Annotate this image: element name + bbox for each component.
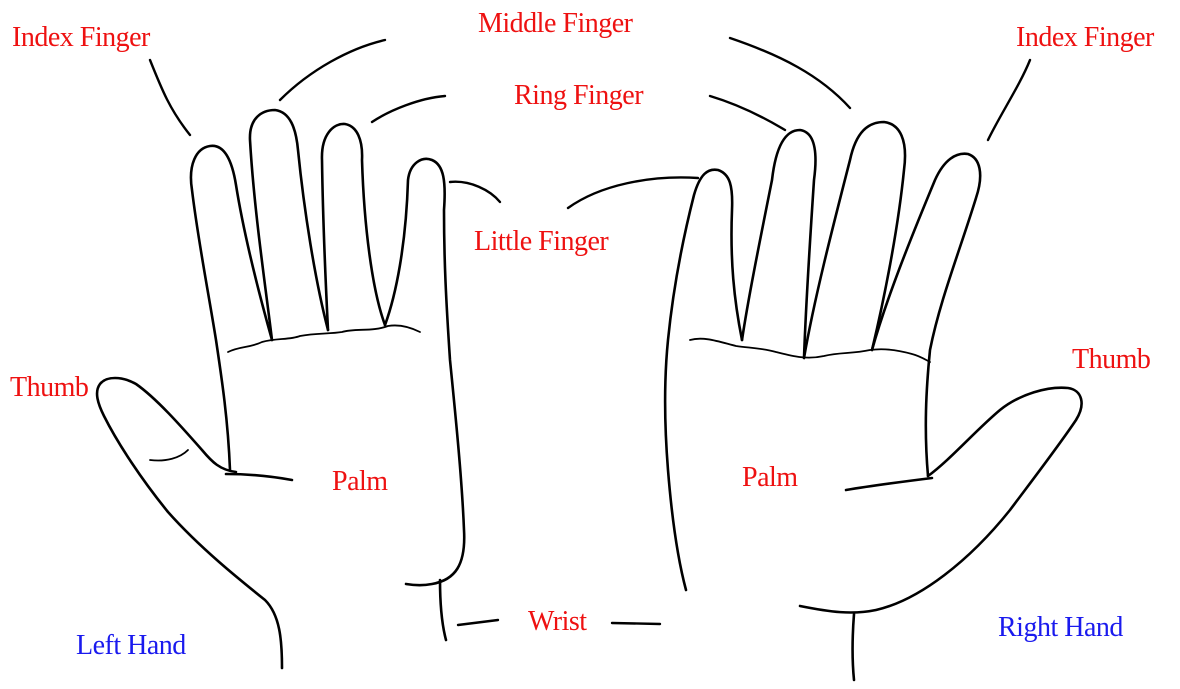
right-finger-base-crease — [690, 339, 930, 362]
leader-middle-right — [730, 38, 850, 108]
leader-lines — [150, 38, 1030, 625]
left-thumb-crease — [150, 450, 188, 461]
left-palm-thumb-line — [226, 474, 292, 480]
right-wrist-line — [853, 614, 855, 680]
label-wrist: Wrist — [528, 608, 587, 636]
left-hand-outline — [97, 110, 464, 668]
label-right-hand: Right Hand — [998, 614, 1123, 642]
leader-wrist-left — [458, 620, 498, 625]
left-finger-base-crease — [228, 325, 420, 352]
right-hand-outline — [665, 122, 1082, 680]
label-index-finger-left: Index Finger — [12, 24, 150, 52]
label-palm-left: Palm — [332, 468, 388, 496]
leader-ring-left — [372, 96, 445, 122]
left-thumb — [97, 378, 282, 668]
leader-wrist-right — [612, 623, 660, 624]
leader-little-left — [450, 182, 500, 202]
right-middle-finger — [804, 122, 905, 358]
leader-little-right — [568, 177, 698, 208]
right-thumb — [800, 388, 1082, 613]
label-index-finger-right: Index Finger — [1016, 24, 1154, 52]
right-little-finger — [665, 170, 742, 590]
leader-ring-right — [710, 96, 785, 130]
leader-index-left — [150, 60, 190, 135]
left-index-finger — [191, 146, 272, 470]
label-thumb-left: Thumb — [10, 374, 88, 402]
label-palm-right: Palm — [742, 464, 798, 492]
label-little-finger: Little Finger — [474, 228, 608, 256]
label-thumb-right: Thumb — [1072, 346, 1150, 374]
left-ring-finger — [322, 124, 385, 330]
leader-middle-left — [280, 40, 385, 100]
label-left-hand: Left Hand — [76, 632, 186, 660]
left-little-finger — [385, 159, 464, 585]
right-index-finger — [872, 154, 980, 476]
left-wrist-line — [440, 580, 446, 640]
label-middle-finger: Middle Finger — [478, 10, 633, 38]
right-palm-thumb-line — [846, 478, 932, 490]
label-ring-finger: Ring Finger — [514, 82, 643, 110]
leader-index-right — [988, 60, 1030, 140]
right-ring-finger — [742, 130, 815, 358]
